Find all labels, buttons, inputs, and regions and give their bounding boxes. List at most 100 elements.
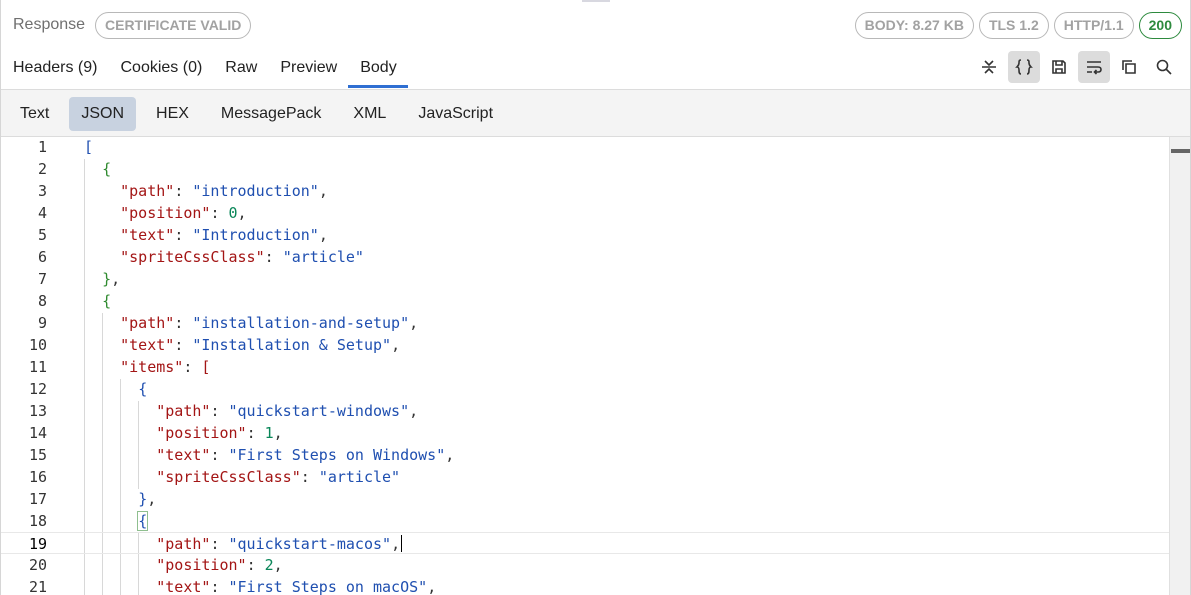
format-text[interactable]: Text <box>20 105 50 122</box>
line-number: 8 <box>37 292 47 310</box>
line-number: 2 <box>37 160 47 178</box>
format-messagepack[interactable]: MessagePack <box>220 105 322 122</box>
code-line[interactable]: 9 "path": "installation-and-setup", <box>1 312 1169 334</box>
code-token: , <box>391 535 401 553</box>
scrollbar-thumb[interactable] <box>1171 149 1190 153</box>
code-token <box>84 578 156 595</box>
vertical-scrollbar[interactable] <box>1169 137 1190 595</box>
collapse-button[interactable] <box>973 51 1005 83</box>
format-json-button[interactable] <box>1008 51 1040 83</box>
line-number: 14 <box>28 424 47 442</box>
code-token: : <box>210 402 229 420</box>
save-button[interactable] <box>1043 51 1075 83</box>
line-number: 5 <box>37 226 47 244</box>
code-line[interactable]: 8 { <box>1 290 1169 312</box>
tab-body[interactable]: Body <box>348 50 408 88</box>
code-line[interactable]: 5 "text": "Introduction", <box>1 224 1169 246</box>
line-number: 9 <box>37 314 47 332</box>
code-text: "position": 2, <box>84 554 282 576</box>
code-token: "quickstart-windows" <box>228 402 410 420</box>
code-line[interactable]: 13 "path": "quickstart-windows", <box>1 400 1169 422</box>
format-hex[interactable]: HEX <box>156 105 189 122</box>
format-javascript[interactable]: JavaScript <box>418 105 494 122</box>
line-number: 16 <box>28 468 47 486</box>
line-number: 19 <box>28 535 47 553</box>
code-text: "text": "First Steps on Windows", <box>84 444 454 466</box>
line-number: 3 <box>37 182 47 200</box>
code-token: : <box>210 535 229 553</box>
code-token: : <box>210 578 229 595</box>
code-token: : <box>174 182 193 200</box>
code-token <box>84 468 156 486</box>
tab-preview[interactable]: Preview <box>280 59 338 76</box>
code-line[interactable]: 4 "position": 0, <box>1 202 1169 224</box>
tab-headers[interactable]: Headers (9) <box>13 59 98 76</box>
code-token <box>84 446 156 464</box>
code-token <box>84 535 156 553</box>
search-button[interactable] <box>1148 51 1180 83</box>
line-number: 13 <box>28 402 47 420</box>
code-token <box>84 380 138 398</box>
code-token: [ <box>201 358 211 376</box>
code-line[interactable]: 19 "path": "quickstart-macos", <box>1 532 1169 554</box>
code-token <box>84 160 102 178</box>
code-token: "spriteCssClass" <box>120 248 265 266</box>
code-token: "path" <box>120 182 175 200</box>
code-line[interactable]: 20 "position": 2, <box>1 554 1169 576</box>
code-line[interactable]: 6 "spriteCssClass": "article" <box>1 246 1169 268</box>
code-text: { <box>84 510 149 532</box>
code-token: "text" <box>120 226 175 244</box>
code-token: "position" <box>156 424 247 442</box>
search-icon <box>1156 59 1172 75</box>
code-text: "spriteCssClass": "article" <box>84 246 364 268</box>
code-text: { <box>84 290 111 312</box>
code-token: , <box>318 182 328 200</box>
code-line[interactable]: 18 { <box>1 510 1169 532</box>
code-line[interactable]: 1[ <box>1 137 1169 158</box>
copy-button[interactable] <box>1113 51 1145 83</box>
format-xml[interactable]: XML <box>353 105 387 122</box>
format-json[interactable]: JSON <box>69 97 137 131</box>
copy-icon <box>1122 60 1136 74</box>
resize-handle[interactable] <box>582 0 610 2</box>
line-number: 17 <box>28 490 47 508</box>
code-token: "path" <box>156 402 211 420</box>
code-token: , <box>273 424 283 442</box>
code-token: "article" <box>318 468 401 486</box>
code-token <box>84 292 102 310</box>
code-line[interactable]: 10 "text": "Installation & Setup", <box>1 334 1169 356</box>
line-number: 20 <box>28 556 47 574</box>
response-meta: BODY: 8.27 KB TLS 1.2 HTTP/1.1 200 <box>854 12 1182 39</box>
code-token: , <box>445 446 455 464</box>
code-line[interactable]: 12 { <box>1 378 1169 400</box>
code-line[interactable]: 11 "items": [ <box>1 356 1169 378</box>
http-version-badge: HTTP/1.1 <box>1053 12 1134 39</box>
code-line[interactable]: 15 "text": "First Steps on Windows", <box>1 444 1169 466</box>
code-token: : <box>183 358 202 376</box>
code-token <box>84 182 120 200</box>
code-line[interactable]: 17 }, <box>1 488 1169 510</box>
format-bar: Text JSON HEX MessagePack XML JavaScript <box>1 89 1190 137</box>
code-line[interactable]: 21 "text": "First Steps on macOS", <box>1 576 1169 595</box>
code-line[interactable]: 16 "spriteCssClass": "article" <box>1 466 1169 488</box>
code-token: : <box>264 248 283 266</box>
code-text: }, <box>84 268 120 290</box>
code-line[interactable]: 7 }, <box>1 268 1169 290</box>
code-line[interactable]: 3 "path": "introduction", <box>1 180 1169 202</box>
code-editor[interactable]: 1[2 {3 "path": "introduction",4 "positio… <box>1 137 1169 595</box>
certificate-badge: CERTIFICATE VALID <box>95 12 252 39</box>
code-text: "items": [ <box>84 356 210 378</box>
code-token: "path" <box>156 535 211 553</box>
code-line[interactable]: 2 { <box>1 158 1169 180</box>
line-number: 12 <box>28 380 47 398</box>
line-number: 21 <box>28 578 47 595</box>
code-text: "path": "installation-and-setup", <box>84 312 418 334</box>
code-token <box>84 248 120 266</box>
code-line[interactable]: 14 "position": 1, <box>1 422 1169 444</box>
word-wrap-button[interactable] <box>1078 51 1110 83</box>
code-token: "text" <box>120 336 175 354</box>
line-number: 4 <box>37 204 47 222</box>
code-text: "position": 0, <box>84 202 246 224</box>
tab-raw[interactable]: Raw <box>225 59 258 76</box>
tab-cookies[interactable]: Cookies (0) <box>120 59 203 76</box>
